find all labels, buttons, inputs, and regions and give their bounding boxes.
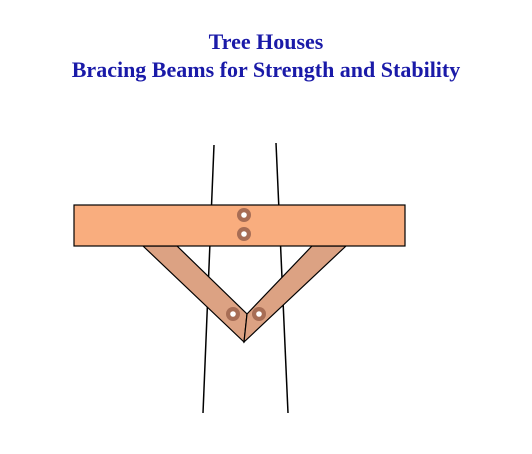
tree-trunk xyxy=(202,142,289,414)
bolt xyxy=(237,227,251,241)
title-line-1: Tree Houses xyxy=(208,29,324,54)
bolt xyxy=(226,307,240,321)
diagonal-braces xyxy=(141,245,348,344)
bolt xyxy=(237,208,251,222)
title-block: Tree Houses Bracing Beams for Strength a… xyxy=(0,28,532,84)
bolt xyxy=(252,307,266,321)
right-diagonal-brace xyxy=(243,245,348,344)
left-diagonal-brace xyxy=(141,245,248,344)
title-line-2: Bracing Beams for Strength and Stability xyxy=(71,57,461,82)
bolts xyxy=(226,208,266,321)
